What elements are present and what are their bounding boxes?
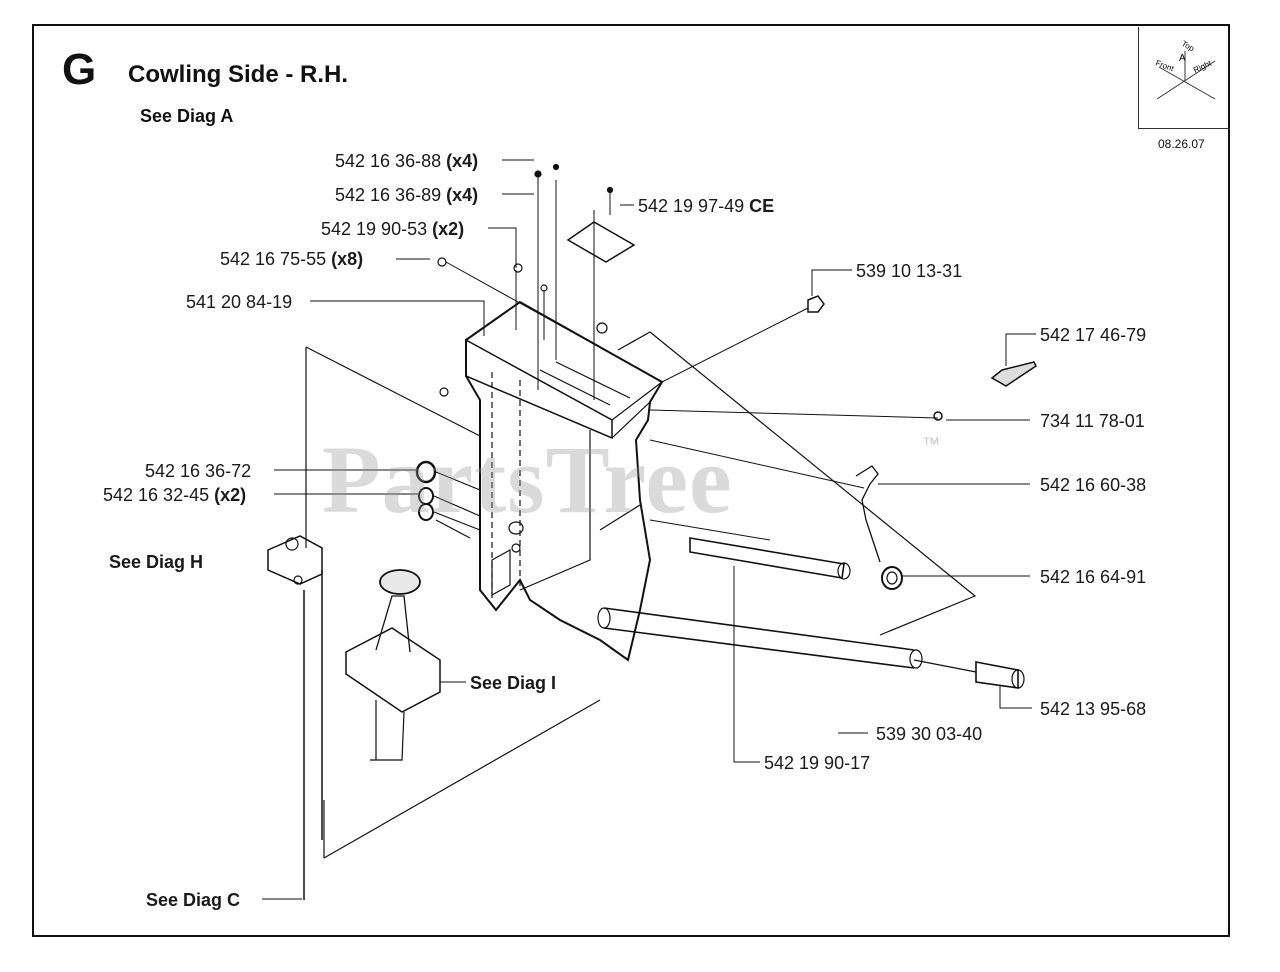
control-box [345, 627, 441, 713]
part-number: 542 19 90-17 [764, 753, 871, 773]
part-label-542-16-75-55[interactable]: 542 16 75-55 (x8) [220, 250, 363, 268]
compass-arrows-icon: Top A Front Right [1154, 39, 1216, 100]
part-qty: (x8) [331, 249, 364, 269]
knob-part [379, 569, 421, 595]
part-number: 542 16 32-45 [103, 485, 210, 505]
tube-part [689, 537, 845, 579]
rod-part [603, 607, 915, 669]
part-label-734-11-78-01[interactable]: 734 11 78-01 [1040, 412, 1145, 430]
part-qty: CE [749, 196, 775, 216]
section-letter: G [62, 45, 97, 94]
revision-date: 08.26.07 [1158, 137, 1205, 151]
orientation-compass: Top A Front Right [1138, 27, 1230, 129]
part-label-542-16-64-91[interactable]: 542 16 64-91 [1040, 568, 1146, 586]
compass-front-label: Front [1154, 58, 1175, 73]
part-label-539-10-13-31[interactable]: 539 10 13-31 [856, 262, 962, 280]
grip-part [990, 361, 1037, 387]
part-number: 542 19 90-53 [321, 219, 428, 239]
diagram-frame [32, 24, 1230, 937]
reference-plane-left [305, 346, 601, 859]
part-number: 542 17 46-79 [1040, 325, 1147, 345]
part-label-542-16-32-45[interactable]: 542 16 32-45 (x2) [103, 486, 246, 504]
trademark-symbol: ™ [922, 434, 940, 454]
ref-diag-c-link[interactable]: See Diag C [146, 890, 241, 910]
part-number: 542 16 75-55 [220, 249, 327, 269]
part-label-539-30-03-40[interactable]: 539 30 03-40 [876, 725, 982, 743]
compass-top-label: Top [1180, 39, 1196, 54]
part-label-542-13-95-68[interactable]: 542 13 95-68 [1040, 700, 1146, 718]
part-number: 734 11 78-01 [1040, 411, 1145, 431]
part-qty: (x4) [446, 151, 479, 171]
page-title: Cowling Side - R.H. [128, 61, 348, 88]
part-number: 539 30 03-40 [876, 724, 983, 744]
part-label-542-19-90-17[interactable]: 542 19 90-17 [764, 754, 870, 772]
washer-part [415, 460, 437, 484]
ref-diag-i-link[interactable]: See Diag I [470, 673, 557, 693]
part-qty: (x4) [446, 185, 479, 205]
part-label-542-19-90-53[interactable]: 542 19 90-53 (x2) [321, 220, 464, 238]
part-label-542-17-46-79[interactable]: 542 17 46-79 [1040, 326, 1146, 344]
compass-a-label: A [1179, 53, 1186, 64]
part-number: 539 10 13-31 [856, 261, 963, 281]
part-qty: (x2) [432, 219, 465, 239]
reference-plane-right [599, 331, 977, 636]
part-label-542-16-36-88[interactable]: 542 16 36-88 (x4) [335, 152, 478, 170]
ref-diag-h-link[interactable]: See Diag H [109, 552, 204, 572]
part-number: 542 19 97-49 [638, 196, 745, 216]
bushing-part [855, 465, 881, 563]
part-qty: (x2) [214, 485, 247, 505]
part-number: 542 16 60-38 [1040, 475, 1147, 495]
part-label-542-16-60-38[interactable]: 542 16 60-38 [1040, 476, 1146, 494]
watermark-text: PartsTree [322, 424, 733, 535]
watermark-label: PartsTree [322, 426, 733, 533]
nut-part [807, 295, 825, 313]
part-label-542-16-36-72[interactable]: 542 16 36-72 [145, 462, 251, 480]
leader-p14 [733, 566, 760, 763]
leader-p12 [999, 686, 1032, 709]
end-grip-part [975, 661, 1019, 689]
part-label-542-16-36-89[interactable]: 542 16 36-89 (x4) [335, 186, 478, 204]
compass-right-label: Right [1192, 58, 1213, 74]
part-label-541-20-84-19[interactable]: 541 20 84-19 [186, 293, 292, 311]
ref-diag-a-link[interactable]: See Diag A [140, 106, 234, 126]
leader-p5 [310, 300, 485, 336]
part-number: 542 13 95-68 [1040, 699, 1147, 719]
part-number: 541 20 84-19 [186, 292, 293, 312]
leader-p3 [488, 227, 517, 268]
part-number: 542 16 36-89 [335, 185, 442, 205]
part-number: 542 16 64-91 [1040, 567, 1147, 587]
part-number: 542 16 36-72 [145, 461, 252, 481]
leader-p8 [1005, 333, 1036, 366]
cover-plate [566, 221, 636, 263]
part-number: 542 16 36-88 [335, 151, 442, 171]
part-label-542-19-97-49[interactable]: 542 19 97-49 CE [638, 197, 774, 215]
leader-p7 [811, 269, 852, 296]
